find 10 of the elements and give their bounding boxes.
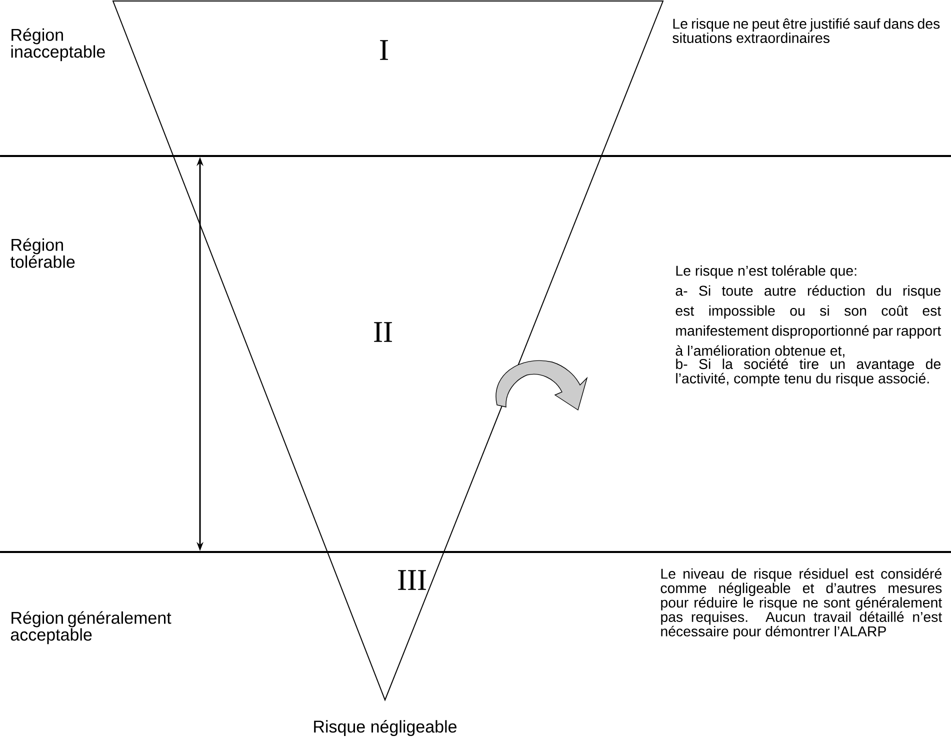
region-label: Région tolérable xyxy=(10,238,75,268)
region-label: Région inacceptable xyxy=(11,28,105,62)
region-label: Région généralement acceptable xyxy=(10,611,172,644)
zone-numeral: III xyxy=(398,570,426,590)
description-text: Le risque n’est tolérable que: a- Si toute autre réduction du risque est impossible ou si son coût est manifestement disproportionné par rapport à l’amélioration obtenue et, b- Si la société tire un avantage de l’activité, compte tenu du risque associé. xyxy=(676,265,942,386)
region-label: Risque négligeable xyxy=(314,720,456,736)
zone-numeral: II xyxy=(374,322,392,342)
description-text: Le risque ne peut être justifié sauf dans des situations extraordinaires xyxy=(672,18,940,44)
description-text: Le niveau de risque résiduel est considéré comme négligeable et d’autres mesures pour réduire le risque ne sont généralement pas requises. Aucun travail détaillé n’est nécessaire pour démontrer l’ALARP xyxy=(660,568,942,640)
zone-numeral: I xyxy=(380,40,388,60)
